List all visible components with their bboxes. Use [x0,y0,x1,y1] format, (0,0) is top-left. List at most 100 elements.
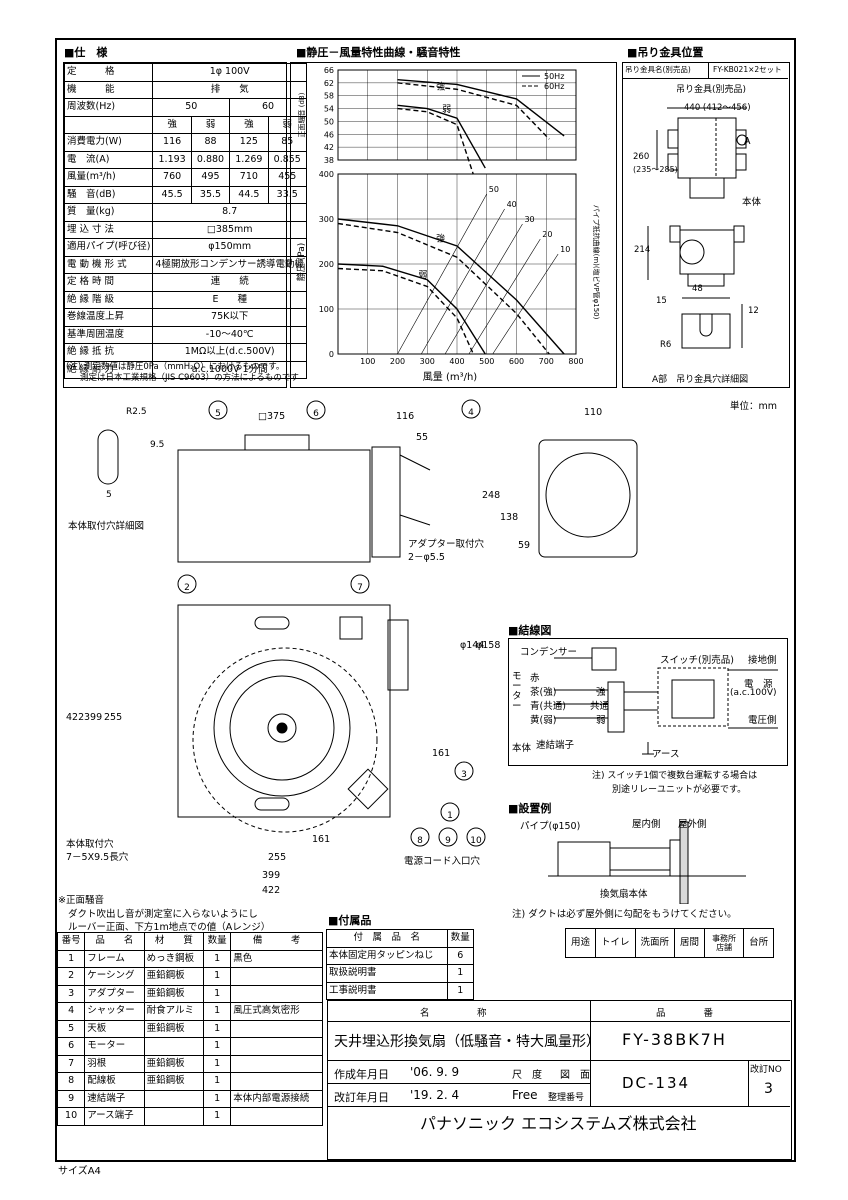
callout-1: 1 [447,811,453,821]
table-cell [230,984,323,1003]
table-cell: 本体内部電源接続 [230,1089,323,1108]
cord-entry: 電源コード入口穴 [404,856,481,867]
install-body: 換気扇本体 [600,889,648,900]
dim-248: 248 [482,490,501,501]
table-cell: 取扱説明書 [326,964,448,983]
table-cell: 亜鉛鋼板 [143,1072,205,1091]
x-tick: 600 [509,357,524,366]
table-cell: 1 [203,1089,232,1108]
table-cell: 1 [203,1072,232,1091]
wire-brown: 茶(強) [530,687,557,698]
parts-header-cell: 品 名 [84,932,145,951]
parts-header-cell: 備 考 [230,932,323,951]
wiring-box [508,638,788,766]
dim-422-bottom: 422 [262,885,281,896]
spec-row: 適用パイプ(呼び径)φ150mm [63,238,307,257]
tb-company: パナソニック エコシステムズ株式会社 [420,1114,697,1133]
noise-tick: 42 [324,143,334,152]
tb-row-line-3 [327,1083,590,1084]
table-cell: 本体固定用タッピンねじ [326,946,448,965]
table-cell: アース端子 [84,1107,145,1126]
pipe-resistance-label: パイプ抵抗曲線(m)(塩ビVP管φ150) [592,205,601,320]
wiring-heading: ■結線図 [508,624,552,637]
table-cell: 1 [203,1002,232,1021]
dim-255: 255 [104,712,123,723]
tb-number-header: 品 番 [656,1008,714,1019]
install-note: 注) ダクトは必ず屋外側に勾配をもうけてください。 [512,909,737,920]
hanger-spec-row: 吊り金具名(別売品) FY-KB021×2セット [622,62,788,79]
table-cell: シャッター [84,1002,145,1021]
noise-tick: 50 [324,117,334,126]
dim-55: 55 [416,432,429,443]
tb-rev-line [748,1060,749,1106]
table-cell: 配線板 [84,1072,145,1091]
pipe-line [397,193,488,355]
usage-table: 用途トイレ洗面所居間事務所 店舗台所 [564,928,775,958]
unit-label: 単位：mm [730,401,778,412]
x-tick: 200 [390,357,405,366]
pipe-line [492,253,559,355]
table-cell: フレーム [84,949,145,968]
hole-d95: 9.5 [150,440,165,450]
wiring-note-1: 注) スイッチ1個で複数台運転する場合は [592,771,758,781]
table-cell: 1 [203,1037,232,1056]
dim-158: φ158 [476,640,501,651]
wire-terminal: 速結端子 [536,740,575,751]
spec-note-1: (注) 測定数値は静圧0Pa（mmH₂O）におけるものです。 [66,362,285,372]
title-block [327,1000,792,1160]
table-cell: ケーシング [84,967,145,986]
table-cell: 1 [203,1054,232,1073]
table-cell: 7 [56,1054,86,1073]
spec-row: 強弱強弱 [63,115,307,134]
tb-product-name: 天井埋込形換気扇（低騒音・特大風量形） [334,1034,600,1050]
x-tick: 800 [568,357,583,366]
x-tick: 400 [449,357,464,366]
chart-box [290,62,617,388]
wire-common: 共通 [590,701,610,712]
wire-body: 本体 [512,743,532,754]
series-line [397,78,565,137]
series-line [397,82,550,140]
hanger-r6: R6 [660,340,672,350]
hanger-dim-12: 12 [748,306,759,316]
tb-name-header: 名 称 [420,1008,487,1019]
pressure-axis-label: 静圧 (Pa) [295,243,307,281]
table-cell: 速結端子 [84,1089,145,1108]
pressure-tick: 0 [329,350,334,359]
dim-sq375: □375 [258,411,286,422]
table-cell: 1 [56,949,86,968]
dim-144: φ144 [460,640,485,651]
usage-row: 用途トイレ洗面所居間事務所 店舗台所 [564,928,775,958]
parts-header-cell: 材 質 [143,932,205,951]
usage-cell: 居間 [674,928,706,958]
table-cell: a.c.1000V 1分間 [152,360,307,379]
spec-note-2: 測定は日本工業規格（JIS C9603）の方法によるものです [80,373,299,383]
hanger-mark-a: A [744,136,751,147]
noise-note-3: ルーバー正面、下方1m地点での値（Aレンジ） [68,922,271,933]
hanger-heading: ■吊り金具位置 [627,46,704,59]
parts-header-cell: 番号 [56,932,86,951]
dim-161-bottom: 161 [312,834,331,845]
spec-row: 機 能排 気 [63,80,307,99]
legend-label: 60Hz [544,82,564,91]
table-cell: 亜鉛鋼板 [143,984,205,1003]
usage-cell: トイレ [595,928,636,958]
tb-created-label: 作成年月日 [334,1068,389,1081]
table-cell [143,1037,205,1056]
table-cell: 亜鉛鋼板 [143,1019,205,1038]
table-cell: 9 [56,1089,86,1108]
pressure-tick: 200 [319,260,334,269]
noise-note-2: ダクト吹出し音が測定室に入らないようにし [68,909,258,920]
tb-scale: Free [512,1088,538,1102]
table-cell: めっき鋼板 [143,949,205,968]
x-tick: 500 [479,357,494,366]
callout-8: 8 [417,836,423,846]
wire-power: 電 源 [744,679,773,690]
